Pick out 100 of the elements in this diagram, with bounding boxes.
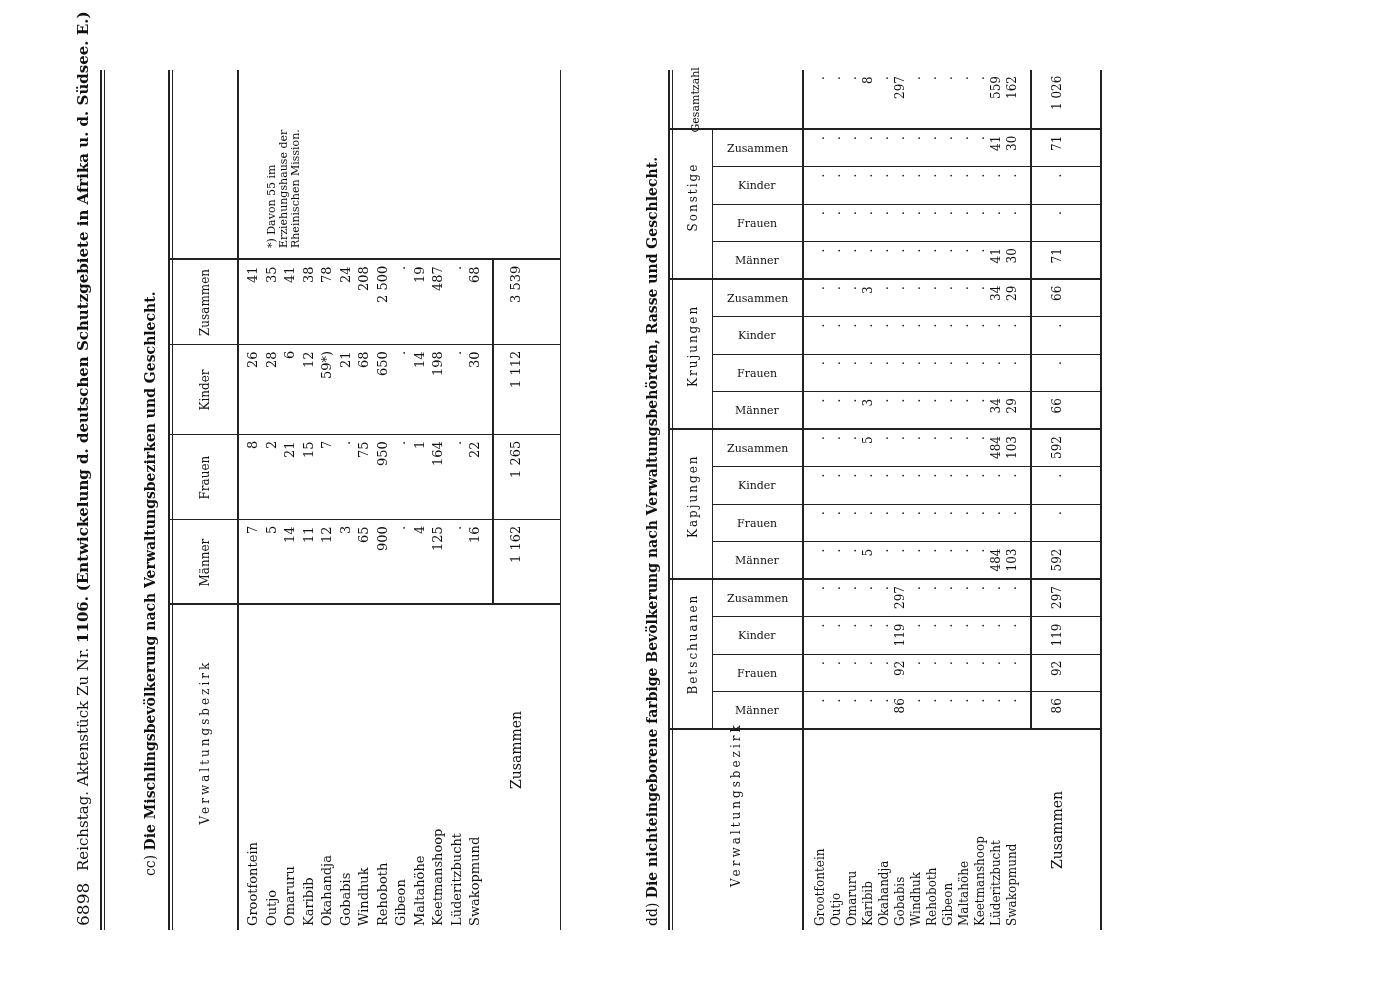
data-value: . bbox=[394, 265, 409, 270]
data-value: . bbox=[813, 623, 827, 628]
column-header: Frauen bbox=[737, 217, 778, 230]
data-value: . bbox=[861, 136, 875, 140]
total-value: 297 bbox=[1050, 586, 1064, 609]
data-value: 297 bbox=[893, 76, 907, 99]
data-value: 19 bbox=[412, 266, 427, 283]
data-value: . bbox=[973, 136, 987, 140]
total-value: 71 bbox=[1050, 135, 1064, 151]
data-value: . bbox=[845, 586, 859, 590]
page-header: Reichstag. Aktenstück Zu Nr. 1106. (Entwickelung d. deutschen Schutzgebiete in Afrika u. d. Südsee. E.) bbox=[74, 11, 91, 871]
data-value: . bbox=[449, 440, 464, 445]
data-value: . bbox=[989, 323, 1003, 328]
data-value: . bbox=[813, 473, 827, 478]
total-value: 71 bbox=[1050, 248, 1064, 264]
data-value: . bbox=[973, 248, 987, 253]
data-value: . bbox=[941, 548, 955, 553]
data-value: . bbox=[909, 248, 923, 253]
data-value: . bbox=[909, 473, 923, 478]
data-value: 11 bbox=[301, 526, 316, 543]
data-value: . bbox=[957, 211, 971, 215]
data-value: . bbox=[813, 136, 827, 140]
data-value: . bbox=[957, 136, 971, 140]
data-value: . bbox=[909, 211, 923, 215]
data-value: . bbox=[813, 248, 827, 253]
data-value: . bbox=[845, 173, 859, 178]
data-value: . bbox=[861, 248, 875, 253]
data-value: . bbox=[877, 661, 891, 665]
district-name: Maltahöhe bbox=[412, 855, 427, 926]
data-value: . bbox=[925, 211, 939, 215]
data-value: . bbox=[813, 511, 827, 515]
data-value: . bbox=[925, 586, 939, 590]
data-value: . bbox=[845, 511, 859, 515]
data-value: . bbox=[973, 211, 987, 215]
data-value: . bbox=[877, 211, 891, 215]
data-value: . bbox=[1005, 586, 1019, 590]
data-value: . bbox=[973, 323, 987, 328]
data-value: . bbox=[829, 136, 843, 140]
data-value: . bbox=[829, 698, 843, 703]
data-value: 68 bbox=[357, 351, 372, 368]
data-value: . bbox=[829, 323, 843, 328]
data-value: 3 bbox=[861, 286, 875, 294]
total-value: . bbox=[1050, 361, 1064, 365]
data-value: 30 bbox=[1005, 135, 1019, 151]
data-value: 26 bbox=[246, 351, 261, 368]
data-value: 119 bbox=[893, 623, 907, 647]
data-value: 24 bbox=[338, 266, 353, 283]
data-value: . bbox=[957, 76, 971, 80]
district-name: Windhuk bbox=[909, 871, 923, 926]
district-name: Lüderitzbucht bbox=[989, 840, 1003, 926]
data-value: . bbox=[925, 698, 939, 703]
data-value: . bbox=[829, 586, 843, 590]
data-value: . bbox=[877, 398, 891, 403]
data-value: 35 bbox=[264, 266, 279, 283]
data-value: . bbox=[813, 286, 827, 290]
data-value: 92 bbox=[893, 660, 907, 676]
total-value: . bbox=[1050, 511, 1064, 515]
data-value: . bbox=[925, 398, 939, 403]
data-value: 5 bbox=[861, 436, 875, 444]
data-value: . bbox=[941, 323, 955, 328]
data-value: . bbox=[877, 248, 891, 253]
data-value: . bbox=[973, 548, 987, 553]
data-value: . bbox=[829, 511, 843, 515]
total-value: 592 bbox=[1050, 436, 1064, 459]
column-header: Männer bbox=[735, 555, 779, 568]
group-header: Krujungen bbox=[686, 304, 700, 387]
data-value: . bbox=[845, 361, 859, 365]
data-value: . bbox=[989, 173, 1003, 178]
data-value: . bbox=[941, 136, 955, 140]
district-name: Karibib bbox=[301, 877, 316, 926]
data-value: . bbox=[1005, 623, 1019, 628]
data-value: 86 bbox=[893, 698, 907, 714]
total-value: 86 bbox=[1050, 698, 1064, 714]
data-value: . bbox=[813, 173, 827, 178]
data-value: . bbox=[973, 436, 987, 440]
data-value: 28 bbox=[264, 351, 279, 368]
total-value: 1 026 bbox=[1050, 75, 1064, 110]
data-value: . bbox=[941, 211, 955, 215]
data-value: . bbox=[989, 473, 1003, 478]
column-header: Frauen bbox=[737, 367, 778, 380]
data-value: . bbox=[941, 436, 955, 440]
data-value: 22 bbox=[468, 441, 483, 458]
district-name: Rehoboth bbox=[375, 862, 390, 926]
data-value: . bbox=[925, 436, 939, 440]
data-value: 559 bbox=[989, 76, 1003, 99]
data-value: . bbox=[909, 511, 923, 515]
data-value: . bbox=[957, 173, 971, 178]
data-value: . bbox=[925, 248, 939, 253]
district-name: Keetmanshoop bbox=[973, 836, 987, 926]
data-value: 3 bbox=[338, 525, 353, 534]
column-header: Männer bbox=[735, 405, 779, 418]
data-value: 2 bbox=[264, 440, 279, 449]
data-value: 7 bbox=[320, 440, 335, 449]
district-name: Grootfontein bbox=[813, 848, 827, 926]
data-value: . bbox=[989, 698, 1003, 703]
data-value: . bbox=[925, 286, 939, 290]
data-value: . bbox=[845, 398, 859, 403]
data-value: . bbox=[829, 436, 843, 440]
data-value: . bbox=[845, 76, 859, 80]
data-value: 164 bbox=[431, 441, 446, 466]
